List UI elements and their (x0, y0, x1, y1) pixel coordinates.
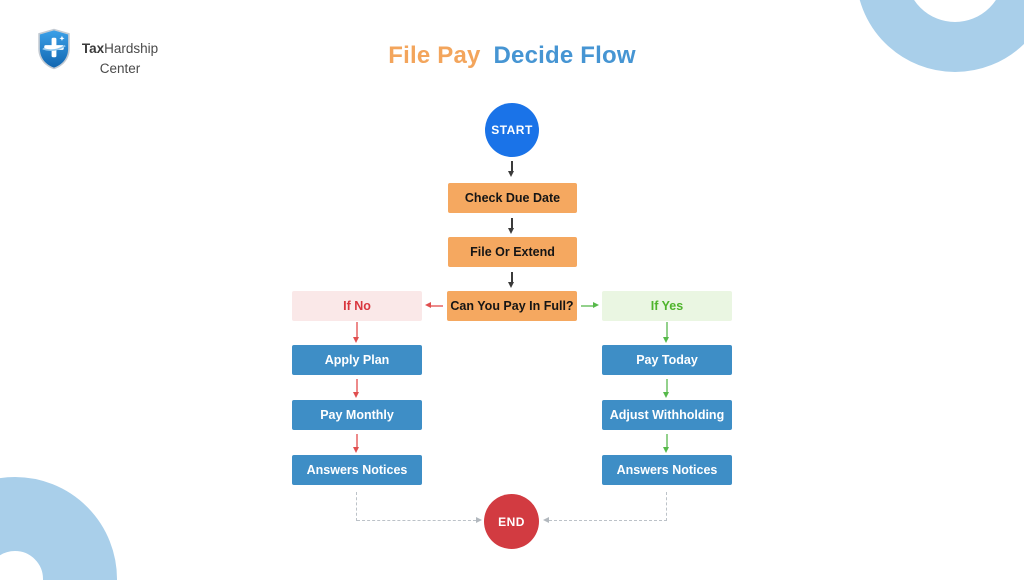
brand-name-rest: Hardship (104, 41, 159, 56)
flow-node-file-or-extend: File Or Extend (448, 237, 577, 267)
page-title-part1: File Pay (388, 42, 481, 69)
flow-node-answers-notices-right: Answers Notices (602, 455, 732, 485)
flow-node-if-yes: If Yes (602, 291, 732, 321)
flow-node-end: END (484, 494, 539, 549)
flow-node-pay-monthly: Pay Monthly (292, 400, 422, 430)
shield-logo-icon (38, 28, 70, 70)
flow-node-apply-plan: Apply Plan (292, 345, 422, 375)
flow-node-adjust-withholding: Adjust Withholding (602, 400, 732, 430)
page-title: File Pay Decide Flow (0, 42, 1024, 70)
flow-node-decision: Can You Pay In Full? (447, 291, 577, 321)
decor-ring-bottom-left (0, 477, 117, 580)
brand-name-line2: Center (99, 60, 141, 76)
flow-node-start: START (485, 103, 539, 157)
flow-node-answers-notices-left: Answers Notices (292, 455, 422, 485)
brand-name: TaxHardship Center (76, 39, 164, 78)
flow-node-if-no: If No (292, 291, 422, 321)
brand-name-bold: Tax (81, 41, 105, 56)
brand-logo: TaxHardship Center (36, 28, 158, 76)
flow-node-pay-today: Pay Today (602, 345, 732, 375)
page-title-part2: Decide Flow (493, 42, 636, 69)
flow-node-check-due-date: Check Due Date (448, 183, 577, 213)
